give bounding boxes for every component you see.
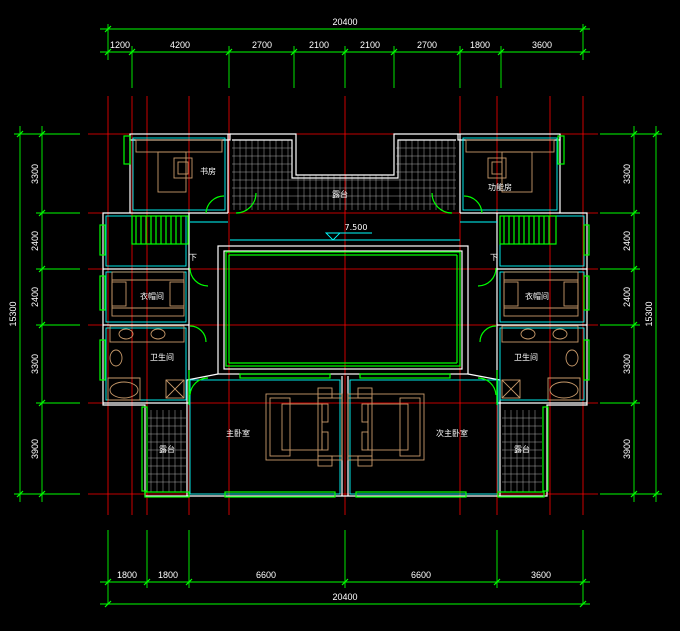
- level-mark-label: 7.500: [345, 223, 368, 232]
- bottom-segment-label: 6600: [411, 570, 431, 580]
- left-segment-label: 3300: [30, 354, 40, 374]
- left-segment-label: 3900: [30, 439, 40, 459]
- terrace-hatch: [148, 140, 542, 492]
- left-total-label: 15300: [8, 301, 18, 326]
- down-left-label: 下: [189, 253, 197, 262]
- function-room-label: 功能房: [488, 182, 512, 192]
- right-segment-label: 2400: [622, 231, 632, 251]
- bottom-segment-label: 1800: [117, 570, 137, 580]
- terrace-left-label: 露台: [159, 444, 175, 454]
- study-label: 书房: [200, 166, 216, 176]
- right-segment-label: 2400: [622, 287, 632, 307]
- windows: [99, 135, 590, 498]
- top-segment-label: 1200: [110, 40, 130, 50]
- right-total-label: 15300: [644, 301, 654, 326]
- top-segment-label: 3600: [532, 40, 552, 50]
- left-segment-label: 2400: [30, 287, 40, 307]
- dimension-lines: [14, 24, 662, 605]
- dimension-ticks: [16, 25, 660, 608]
- top-segment-label: 2700: [252, 40, 272, 50]
- bathroom-left-label: 卫生间: [150, 352, 174, 362]
- bottom-left-terrace-hatch: [148, 410, 186, 492]
- top-segment-label: 1800: [470, 40, 490, 50]
- room-labels: 书房 功能房 露台 7.500 衣帽间 衣帽间 卫生间 卫生间 主卧室 次主卧室…: [140, 166, 549, 454]
- bottom-segment-label: 1800: [158, 570, 178, 580]
- top-segment-label: 4200: [170, 40, 190, 50]
- bottom-segment-label: 3600: [531, 570, 551, 580]
- bottom-right-terrace-hatch: [502, 410, 542, 492]
- right-segment-label: 3300: [622, 354, 632, 374]
- down-right-label: 下: [490, 253, 498, 262]
- left-segment-label: 2400: [30, 231, 40, 251]
- top-segment-label: 2100: [360, 40, 380, 50]
- right-segment-label: 3300: [622, 164, 632, 184]
- cloakroom-right-label: 衣帽间: [525, 291, 549, 301]
- bathroom-right-label: 卫生间: [514, 352, 538, 362]
- cloakroom-left-label: 衣帽间: [140, 291, 164, 301]
- top-segment-label: 2100: [309, 40, 329, 50]
- furniture: [107, 139, 581, 467]
- bottom-total-label: 20400: [332, 592, 357, 602]
- terrace-right-label: 露台: [514, 444, 530, 454]
- master-bedroom-label: 主卧室: [226, 428, 250, 438]
- bottom-segment-label: 6600: [256, 570, 276, 580]
- level-marker-icon: [324, 232, 372, 241]
- right-segment-label: 3900: [622, 439, 632, 459]
- terrace-top-label: 露台: [332, 189, 348, 199]
- top-left-terrace-hatch: [232, 140, 345, 210]
- dimension-labels: 20400 1200 4200 2700 2100 2100 2700 1800…: [8, 17, 654, 602]
- top-right-terrace-hatch: [345, 140, 456, 210]
- top-segment-label: 2700: [417, 40, 437, 50]
- second-master-bedroom-label: 次主卧室: [436, 428, 468, 438]
- left-segment-label: 3300: [30, 164, 40, 184]
- top-total-label: 20400: [332, 17, 357, 27]
